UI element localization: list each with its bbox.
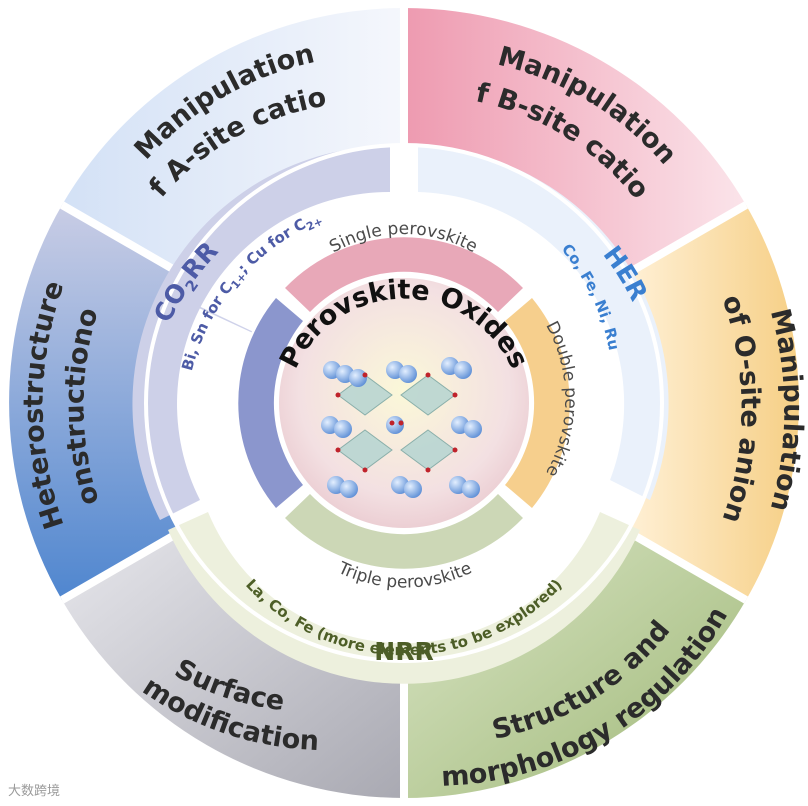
band-rp — [238, 298, 303, 508]
segment-o-site — [623, 205, 799, 600]
band-double — [505, 298, 570, 508]
nrr-title: NRR — [374, 637, 433, 666]
segment-surface — [62, 529, 404, 798]
sector-nrr — [168, 512, 640, 684]
segment-structure — [404, 529, 746, 798]
sector-her — [418, 146, 669, 500]
watermark: 大数跨境 — [8, 784, 61, 799]
crystal-structure-icon — [321, 357, 482, 498]
segment-hetero — [9, 205, 185, 600]
segment-b-site — [404, 7, 746, 277]
band-triple — [285, 494, 523, 569]
center-disc — [279, 278, 529, 528]
outer-ring — [9, 7, 799, 798]
band-single — [285, 237, 523, 312]
segment-a-site — [62, 7, 404, 277]
